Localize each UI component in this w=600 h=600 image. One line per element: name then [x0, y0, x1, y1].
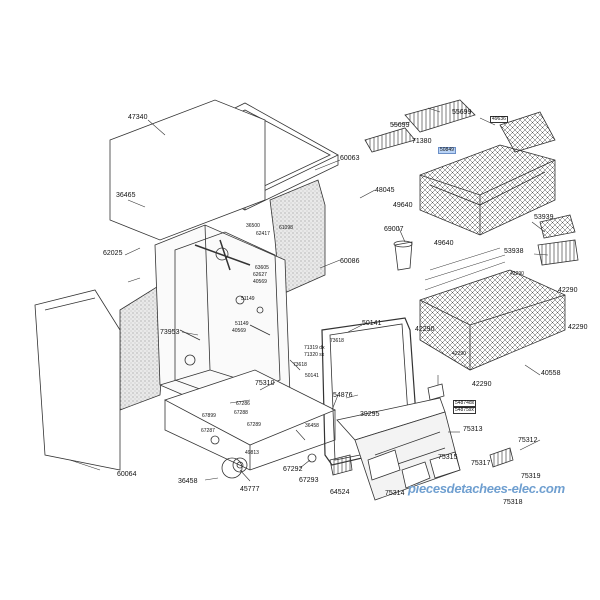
part-label-55699-a: 55699	[452, 109, 472, 116]
part-label-48045: 48045	[375, 187, 395, 194]
part-label-69007: 69007	[384, 226, 404, 233]
upper-rack	[419, 144, 556, 236]
part-label-67293: 67293	[299, 477, 319, 484]
part-label-54875sx: 54875sx	[453, 407, 476, 414]
part-label-75319: 75319	[521, 473, 541, 480]
part-label-50141-a: 50141	[362, 320, 382, 327]
part-label-64524: 64524	[330, 489, 350, 496]
part-label-47340: 47340	[128, 114, 148, 121]
part-label-71380: 71380	[412, 138, 432, 145]
part-label-50141-b: 50141	[305, 373, 319, 379]
part-label-75318: 75318	[503, 499, 523, 506]
part-label-40569-b: 40569	[232, 328, 246, 334]
part-label-62627: 62627	[253, 272, 267, 278]
part-label-67292: 67292	[283, 466, 303, 473]
part-label-42290-f: 42290	[472, 381, 492, 388]
part-label-53939: 53939	[534, 214, 554, 221]
part-label-75313: 75313	[463, 426, 483, 433]
part-label-54876: 54876	[333, 392, 353, 399]
part-label-67289: 67289	[247, 422, 261, 428]
part-label-50849: 50849	[438, 147, 456, 154]
part-label-67286: 67286	[236, 401, 250, 407]
part-label-42290-a: 42290	[510, 271, 524, 277]
part-label-67287: 67287	[201, 428, 215, 434]
part-label-73618-b: 73618	[293, 362, 307, 368]
part-label-39295: 39295	[360, 411, 380, 418]
part-label-67288: 67288	[234, 410, 248, 416]
part-label-49640-a: 49640	[393, 202, 413, 209]
lower-rack	[419, 247, 566, 371]
part-label-63605: 63605	[255, 265, 269, 271]
part-label-62417: 62417	[256, 231, 270, 237]
part-label-62025: 62025	[103, 250, 123, 257]
part-label-75310: 75310	[255, 380, 275, 387]
part-label-75315: 75315	[438, 454, 458, 461]
part-label-36500: 36500	[246, 223, 260, 229]
part-label-40569-a: 40569	[253, 279, 267, 285]
part-label-51149-b: 51149	[235, 321, 249, 327]
part-label-71320sx: 71320 sx	[304, 352, 325, 358]
part-label-49636: 49636	[490, 116, 508, 123]
part-label-51149-a: 51149	[241, 296, 255, 302]
side-panel-left	[34, 289, 121, 471]
part-label-36458-a: 36458	[178, 478, 198, 485]
part-label-36465: 36465	[116, 192, 136, 199]
part-label-75317: 75317	[471, 460, 491, 467]
part-label-55699-b: 55699	[390, 122, 410, 129]
part-label-71319dx: 71319 dx	[304, 345, 325, 351]
part-label-54874dx: 54874dx	[453, 400, 477, 407]
watermark: piecesdetachees-elec.com	[408, 481, 565, 496]
part-label-67899: 67899	[202, 413, 216, 419]
part-label-42290-d: 42290	[568, 324, 588, 331]
part-label-75314: 75314	[385, 490, 405, 497]
part-label-42290-b: 42290	[558, 287, 578, 294]
part-label-60063: 60063	[340, 155, 360, 162]
part-label-49640-b: 49640	[434, 240, 454, 247]
part-label-60064: 60064	[117, 471, 137, 478]
part-label-49813: 49813	[245, 450, 259, 456]
part-label-45777: 45777	[240, 486, 260, 493]
part-label-75312: 75312	[518, 437, 538, 444]
part-label-73953: 73953	[160, 329, 180, 336]
part-label-73618-a: 73618	[330, 338, 344, 344]
part-label-40558: 40558	[541, 370, 561, 377]
part-label-42290-e: 42290	[452, 351, 466, 357]
part-label-36458-b: 36458	[305, 423, 319, 429]
part-label-61098: 61098	[279, 225, 293, 231]
part-label-42290-c: 42290	[415, 326, 435, 333]
part-label-53938: 53938	[504, 248, 524, 255]
part-label-60086: 60086	[340, 258, 360, 265]
